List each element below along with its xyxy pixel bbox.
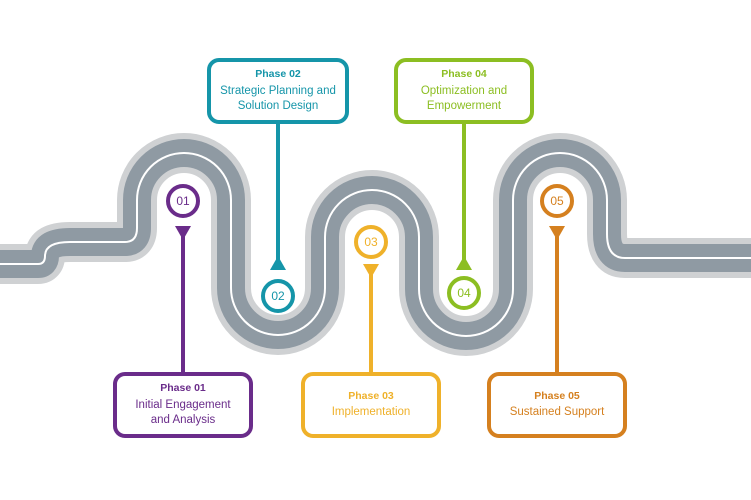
pointer-phase-02	[270, 256, 286, 270]
phase-marker-03: 03	[354, 225, 388, 259]
phase-marker-01: 01	[166, 184, 200, 218]
pointer-phase-03	[363, 264, 379, 278]
phase-description-line1: Optimization and	[420, 84, 508, 97]
phase-title: Phase 05	[534, 389, 580, 402]
phase-description-line1: Initial Engagement	[135, 398, 231, 411]
road-center-line	[0, 152, 751, 337]
phase-number: 05	[550, 194, 564, 208]
phase-description-line1: Strategic Planning and	[220, 84, 336, 97]
phase-card-03: Phase 03 Implementation	[301, 372, 441, 438]
phase-title: Phase 02	[255, 68, 301, 81]
phase-card-01: Phase 01 Initial Engagement and Analysis	[113, 372, 253, 438]
phase-number: 01	[176, 194, 190, 208]
phase-marker-05: 05	[540, 184, 574, 218]
phase-description-line2: Solution Design	[237, 99, 319, 112]
phase-number: 03	[364, 235, 378, 249]
pointer-phase-01	[175, 226, 191, 240]
phase-number: 02	[271, 289, 285, 303]
phase-card-02: Phase 02 Strategic Planning and Solution…	[207, 58, 349, 124]
pointer-phase-05	[549, 226, 565, 240]
phase-title: Phase 01	[160, 382, 206, 395]
phase-title: Phase 04	[441, 68, 487, 81]
phase-card-05: Phase 05 Sustained Support	[487, 372, 627, 438]
phase-marker-02: 02	[261, 279, 295, 313]
phase-card-04: Phase 04 Optimization and Empowerment	[394, 58, 534, 124]
phase-description-line1: Implementation	[331, 406, 411, 419]
phase-description-line2: and Analysis	[150, 413, 216, 426]
phase-title: Phase 03	[348, 389, 394, 402]
pointer-phase-04	[456, 256, 472, 270]
phase-marker-04: 04	[447, 276, 481, 310]
phase-description-line2: Empowerment	[426, 99, 502, 112]
phase-number: 04	[457, 286, 471, 300]
phase-description-line1: Sustained Support	[509, 406, 605, 419]
